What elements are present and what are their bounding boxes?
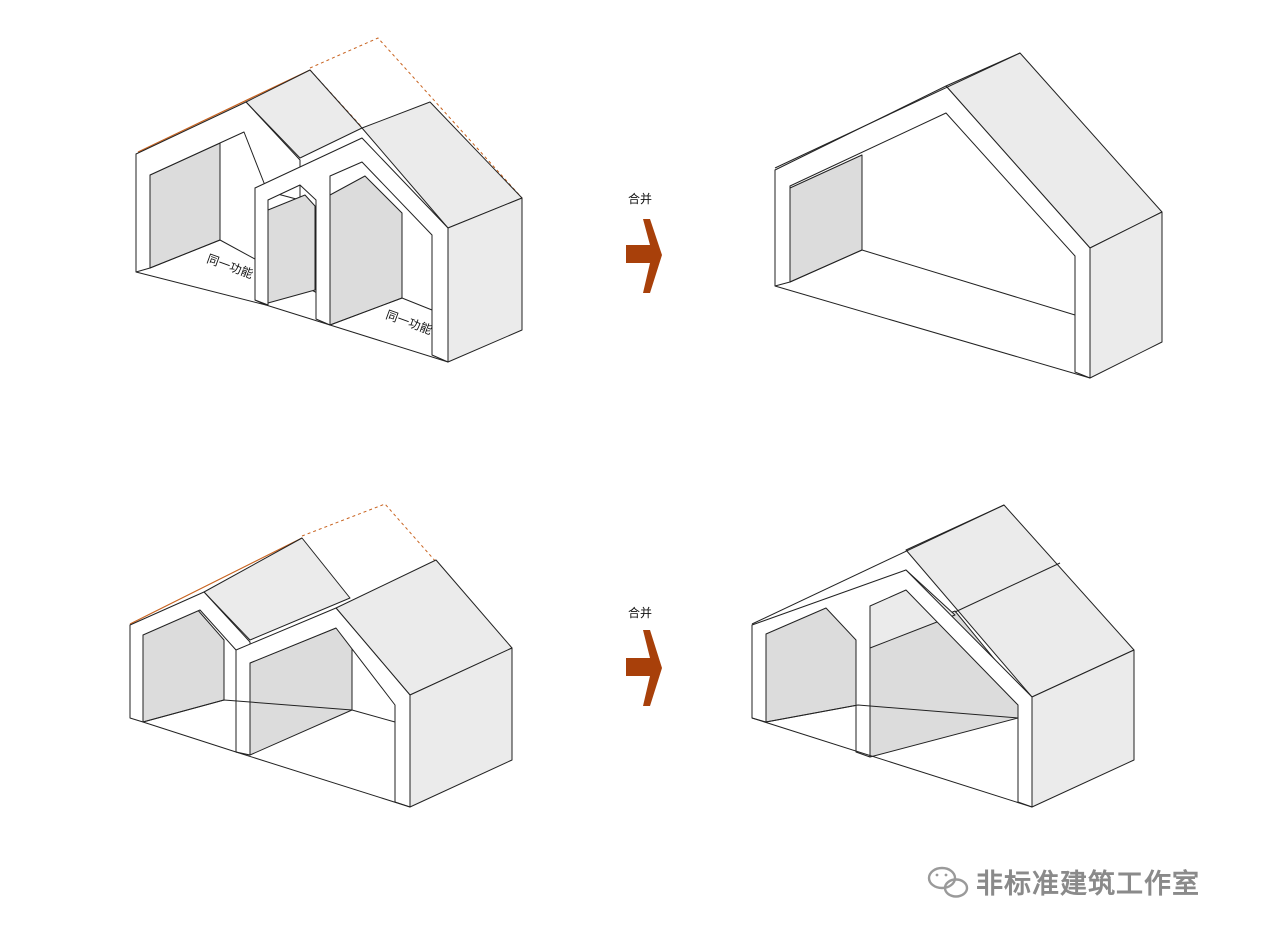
floor-lines-b [142, 721, 411, 808]
roof-seam-b [954, 562, 1061, 613]
merge-arrow-bottom: 合并 [626, 605, 662, 706]
floor-lines-back-b [142, 699, 396, 723]
front-unit-frame [254, 137, 449, 363]
bottom-left-house-pair [129, 503, 513, 808]
front-unit-floor-back [329, 297, 433, 326]
same-function-label-2: 同一功能 [384, 308, 434, 338]
merged-frame-b [751, 569, 1033, 808]
roof-guide-line [137, 69, 311, 153]
front-unit-inner-wall [329, 175, 403, 326]
merged-ridge-b [751, 504, 1005, 625]
top-right-merged-house [774, 52, 1163, 379]
merged-floor-b [751, 717, 1033, 808]
same-function-label-1: 同一功能 [205, 252, 255, 282]
merged-frame [774, 85, 1091, 379]
wechat-icon [927, 866, 969, 898]
bottom-right-merged-house [751, 504, 1135, 808]
watermark: 非标准建筑工作室 [927, 866, 1200, 900]
watermark-text: 非标准建筑工作室 [976, 868, 1200, 900]
merged-floor-front [774, 285, 1091, 379]
arrow-chevron-icon [626, 219, 662, 293]
rear-unit-roof-b [203, 537, 351, 641]
arrow-chevron-icon [626, 630, 662, 706]
merge-guide-dashed [309, 37, 523, 199]
merged-ridge [774, 52, 1021, 169]
merge-label-top: 合并 [628, 191, 652, 206]
front-unit-frame-b [235, 607, 411, 808]
merge-label-bottom: 合并 [628, 605, 652, 620]
top-left-house-pair: 同一功能 同一功能 [135, 37, 523, 363]
merge-arrow-top: 合并 [626, 191, 662, 293]
merged-floor-back-b [765, 704, 1019, 723]
rear-unit-floor-front [135, 271, 267, 306]
roof-guide-line-bottom [129, 537, 303, 625]
front-unit-back-wall [267, 194, 316, 304]
merged-floor-back [789, 249, 1076, 316]
